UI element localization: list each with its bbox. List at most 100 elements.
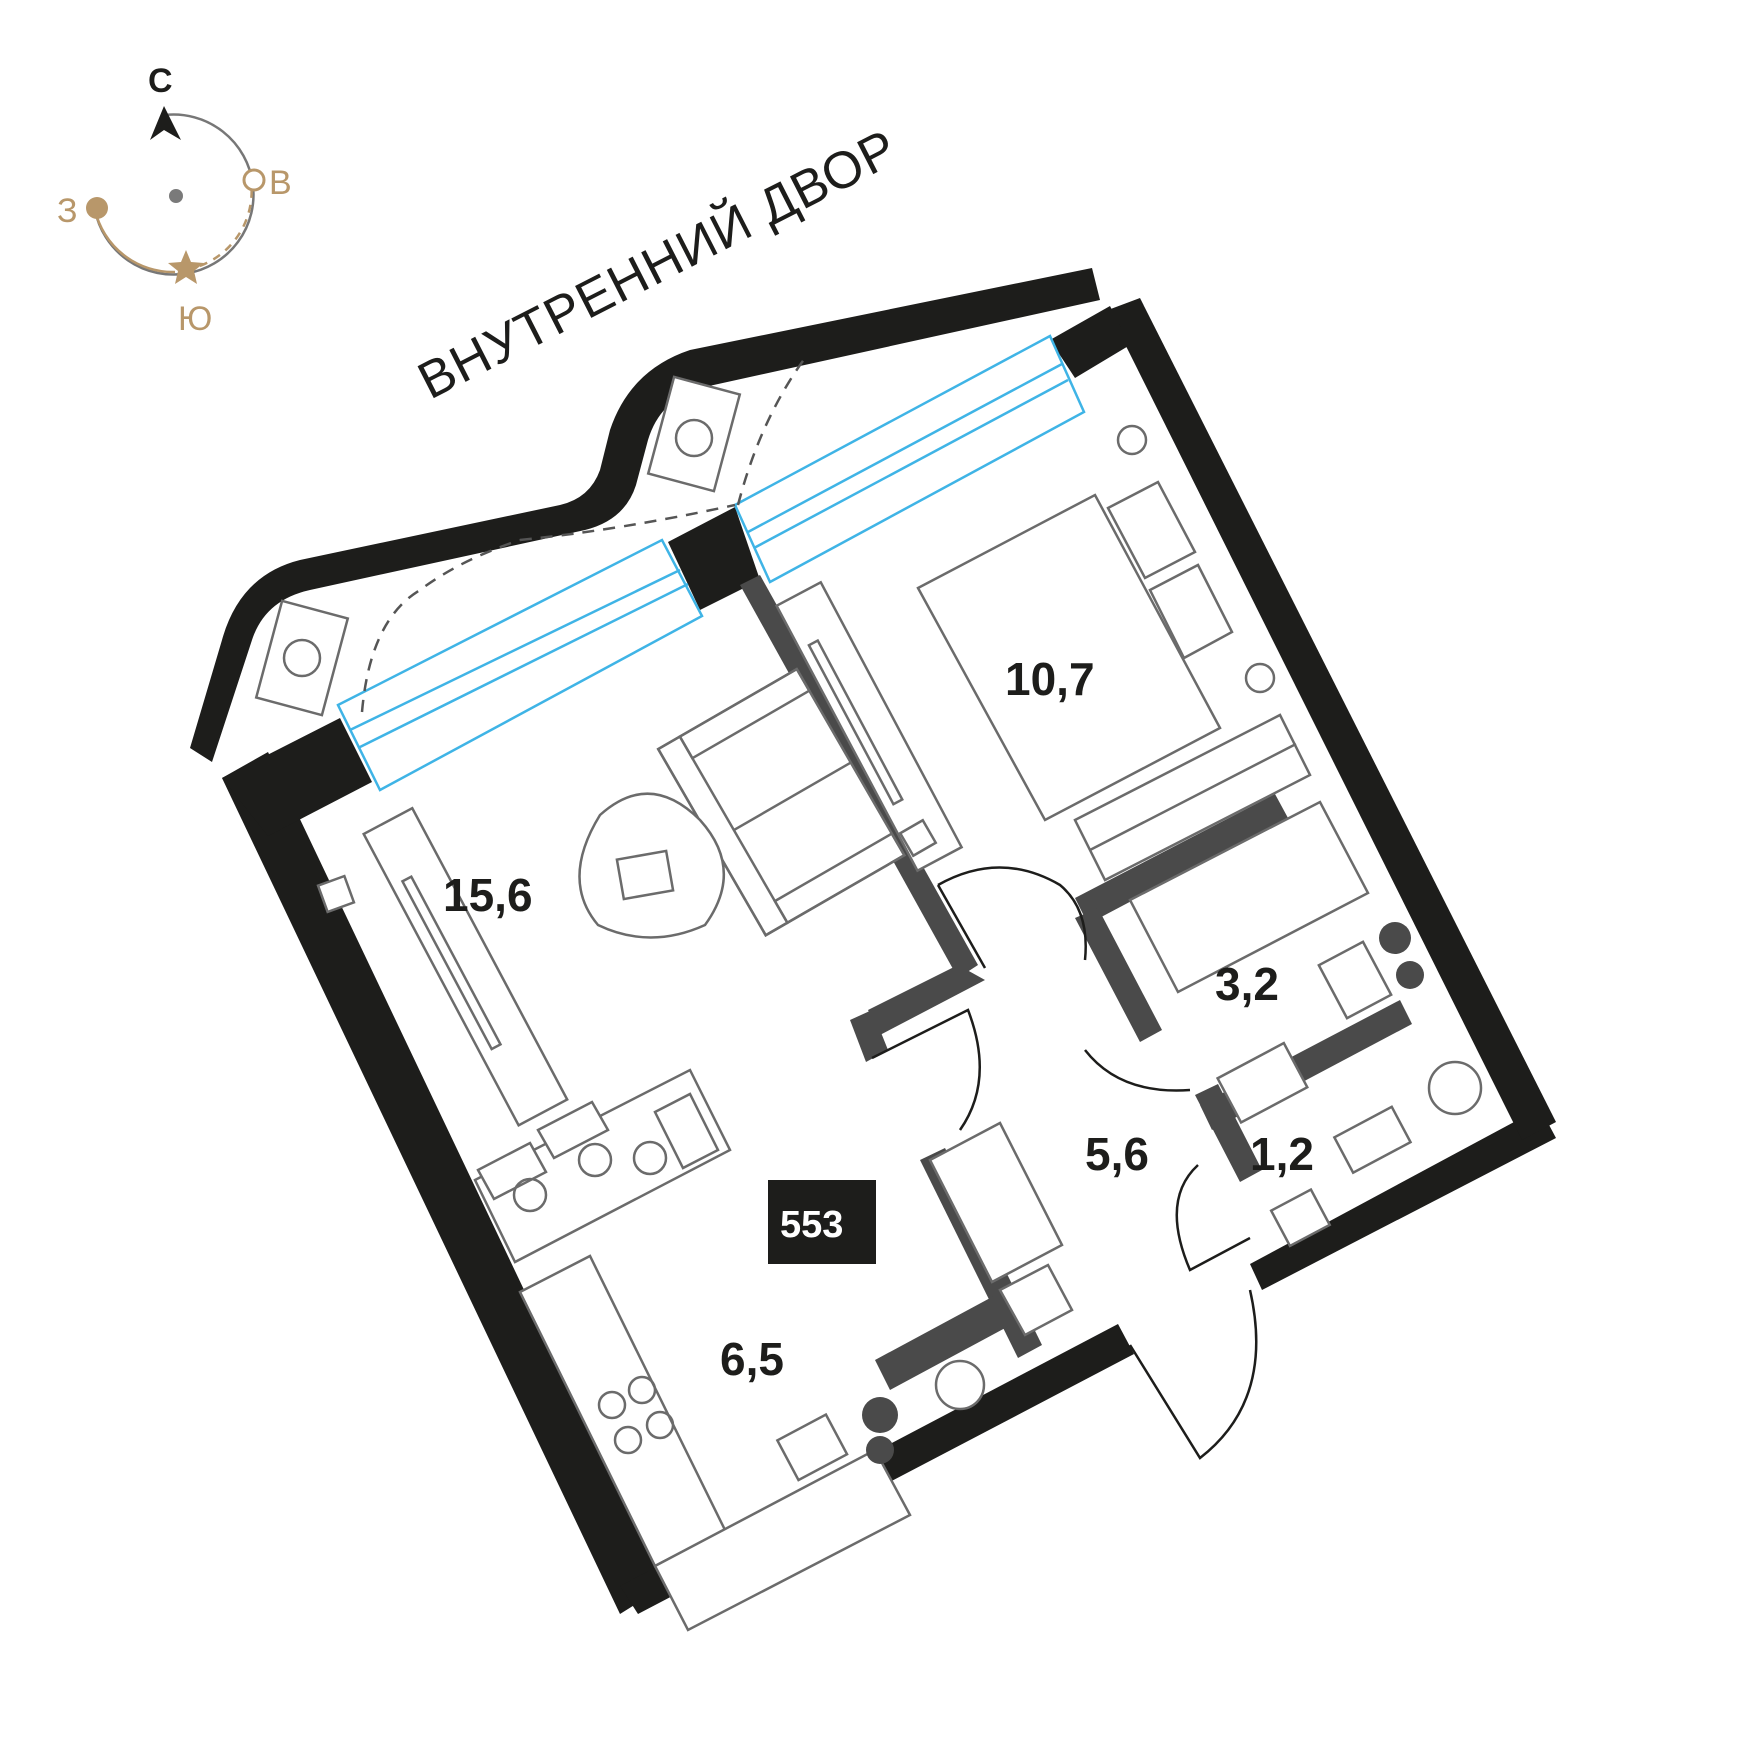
- room-area-hallway: 5,6: [1085, 1128, 1149, 1180]
- hall-cabinet: [998, 1263, 1074, 1337]
- room-area-kitchen: 6,5: [720, 1333, 784, 1385]
- hob-burner-2: [627, 1375, 657, 1405]
- compass-ring: [93, 113, 255, 276]
- plate-3: [632, 1140, 668, 1176]
- dining-chair-2: [536, 1100, 610, 1160]
- loggia-washer-left-drum: [282, 638, 322, 678]
- shoe-rack: [928, 1121, 1064, 1284]
- dryer-icon: [1396, 961, 1424, 989]
- bed: [916, 493, 1222, 822]
- partition-kitchen-bottom: [875, 1290, 1020, 1390]
- windows: [336, 334, 1086, 792]
- unit-number: 553: [780, 1204, 843, 1246]
- wall-right: [1108, 298, 1556, 1140]
- water-heater: [1427, 1060, 1483, 1116]
- compass-center-dot: [169, 189, 183, 203]
- window-living: [336, 538, 704, 792]
- loggia-door-swing-right: [736, 357, 807, 506]
- loggia-washer-right-drum: [674, 418, 714, 458]
- compass-south-label: Ю: [178, 300, 212, 338]
- compass-north-label: С: [148, 62, 173, 100]
- room-area-living: 15,6: [443, 869, 533, 921]
- window-living-line2: [357, 582, 689, 750]
- wardrobe-rail: [1089, 742, 1297, 852]
- loggia-door-swing-mid: [519, 503, 736, 542]
- dining-set: [473, 1068, 732, 1264]
- room-area-bedroom: 10,7: [1005, 653, 1095, 705]
- dining-chair-3: [653, 1092, 720, 1170]
- door-bath: [1084, 1049, 1191, 1092]
- pillow-2: [1148, 563, 1234, 660]
- partition-wc-hall: [1195, 1084, 1262, 1182]
- partition-bath-hall: [1075, 908, 1162, 1042]
- compass-east-label: В: [269, 164, 292, 202]
- door-entrance: [1128, 1289, 1258, 1460]
- wc-sink: [1269, 1187, 1332, 1248]
- compass-west-marker-icon: [86, 197, 108, 219]
- bathroom-sink: [1215, 1041, 1309, 1125]
- tv-lamp: [316, 874, 356, 914]
- bathtub: [1128, 800, 1370, 994]
- compass-east-marker-icon: [242, 168, 266, 192]
- hob-burner-4: [645, 1410, 675, 1440]
- window-bedroom-line: [747, 362, 1063, 534]
- kitchen-units: [518, 1121, 1074, 1632]
- unit-number-badge: 553: [768, 1180, 876, 1264]
- window-bedroom-line2: [753, 378, 1069, 550]
- wall-window-pier: [668, 507, 760, 610]
- door-bedroom: [937, 866, 1087, 961]
- hob-burner-3: [613, 1425, 643, 1455]
- wall-left-pier: [222, 718, 372, 836]
- room-area-bathroom: 3,2: [1215, 958, 1279, 1010]
- doors: [871, 866, 1258, 1460]
- wc-toilet: [1332, 1105, 1413, 1175]
- wall-bottom-bath: [1250, 1108, 1556, 1290]
- bedroom-furniture: [916, 424, 1312, 882]
- door-living: [871, 1008, 981, 1131]
- room-labels: 15,6 10,7 6,5 5,6 3,2 1,2: [443, 653, 1314, 1385]
- door-bedroom-leaf: [936, 884, 987, 969]
- window-living-line: [349, 568, 681, 732]
- loggia-door-swing-left: [360, 538, 521, 713]
- plate-2: [577, 1142, 613, 1178]
- compass: С З В Ю: [57, 62, 292, 338]
- balcony-parapet: [190, 268, 1100, 762]
- wall-top-right-stub: [1050, 306, 1130, 378]
- partition-bath-wc: [1200, 1000, 1412, 1130]
- room-area-wc: 1,2: [1250, 1128, 1314, 1180]
- partition-bedroom-bath: [1075, 794, 1288, 924]
- north-needle-icon: [150, 106, 181, 140]
- living-furniture: [316, 580, 964, 1128]
- sun-star-icon: [168, 250, 204, 284]
- compass-ring-dashed: [184, 174, 253, 272]
- hob-burner-1: [597, 1390, 627, 1420]
- partition-hall-stub: [850, 1010, 888, 1062]
- partition-living-hall: [868, 965, 985, 1035]
- nightstand-lamp-2: [1244, 662, 1276, 694]
- unit-badge-bg: [768, 1180, 876, 1264]
- coffee-table-book: [615, 849, 675, 901]
- boiler: [934, 1359, 986, 1411]
- bedroom-tv-cabinet: [774, 580, 964, 873]
- compass-ring-south-west: [93, 209, 176, 274]
- tv-cabinet: [362, 806, 569, 1128]
- kitchen-appliance-2: [866, 1436, 894, 1464]
- kitchen-sink: [775, 1412, 849, 1482]
- loggia: [254, 357, 807, 717]
- kitchen-counter-bottom: [653, 1448, 912, 1632]
- nightstand-lamp-1: [1116, 424, 1148, 456]
- compass-west-label: З: [57, 192, 78, 230]
- wall-left: [222, 752, 665, 1614]
- pillow-1: [1106, 480, 1197, 580]
- bedroom-tv-lamp: [898, 818, 938, 858]
- plate-1: [512, 1177, 548, 1213]
- door-wc: [1175, 1164, 1251, 1272]
- dining-chair-1: [476, 1141, 548, 1201]
- washing-machine-icon: [1379, 922, 1411, 954]
- toilet: [1317, 940, 1393, 1020]
- bathroom-fixtures: [1128, 800, 1483, 1248]
- loggia-washer-right: [646, 375, 742, 493]
- loggia-washer-left: [254, 599, 350, 717]
- kitchen-appliance-1: [862, 1397, 898, 1433]
